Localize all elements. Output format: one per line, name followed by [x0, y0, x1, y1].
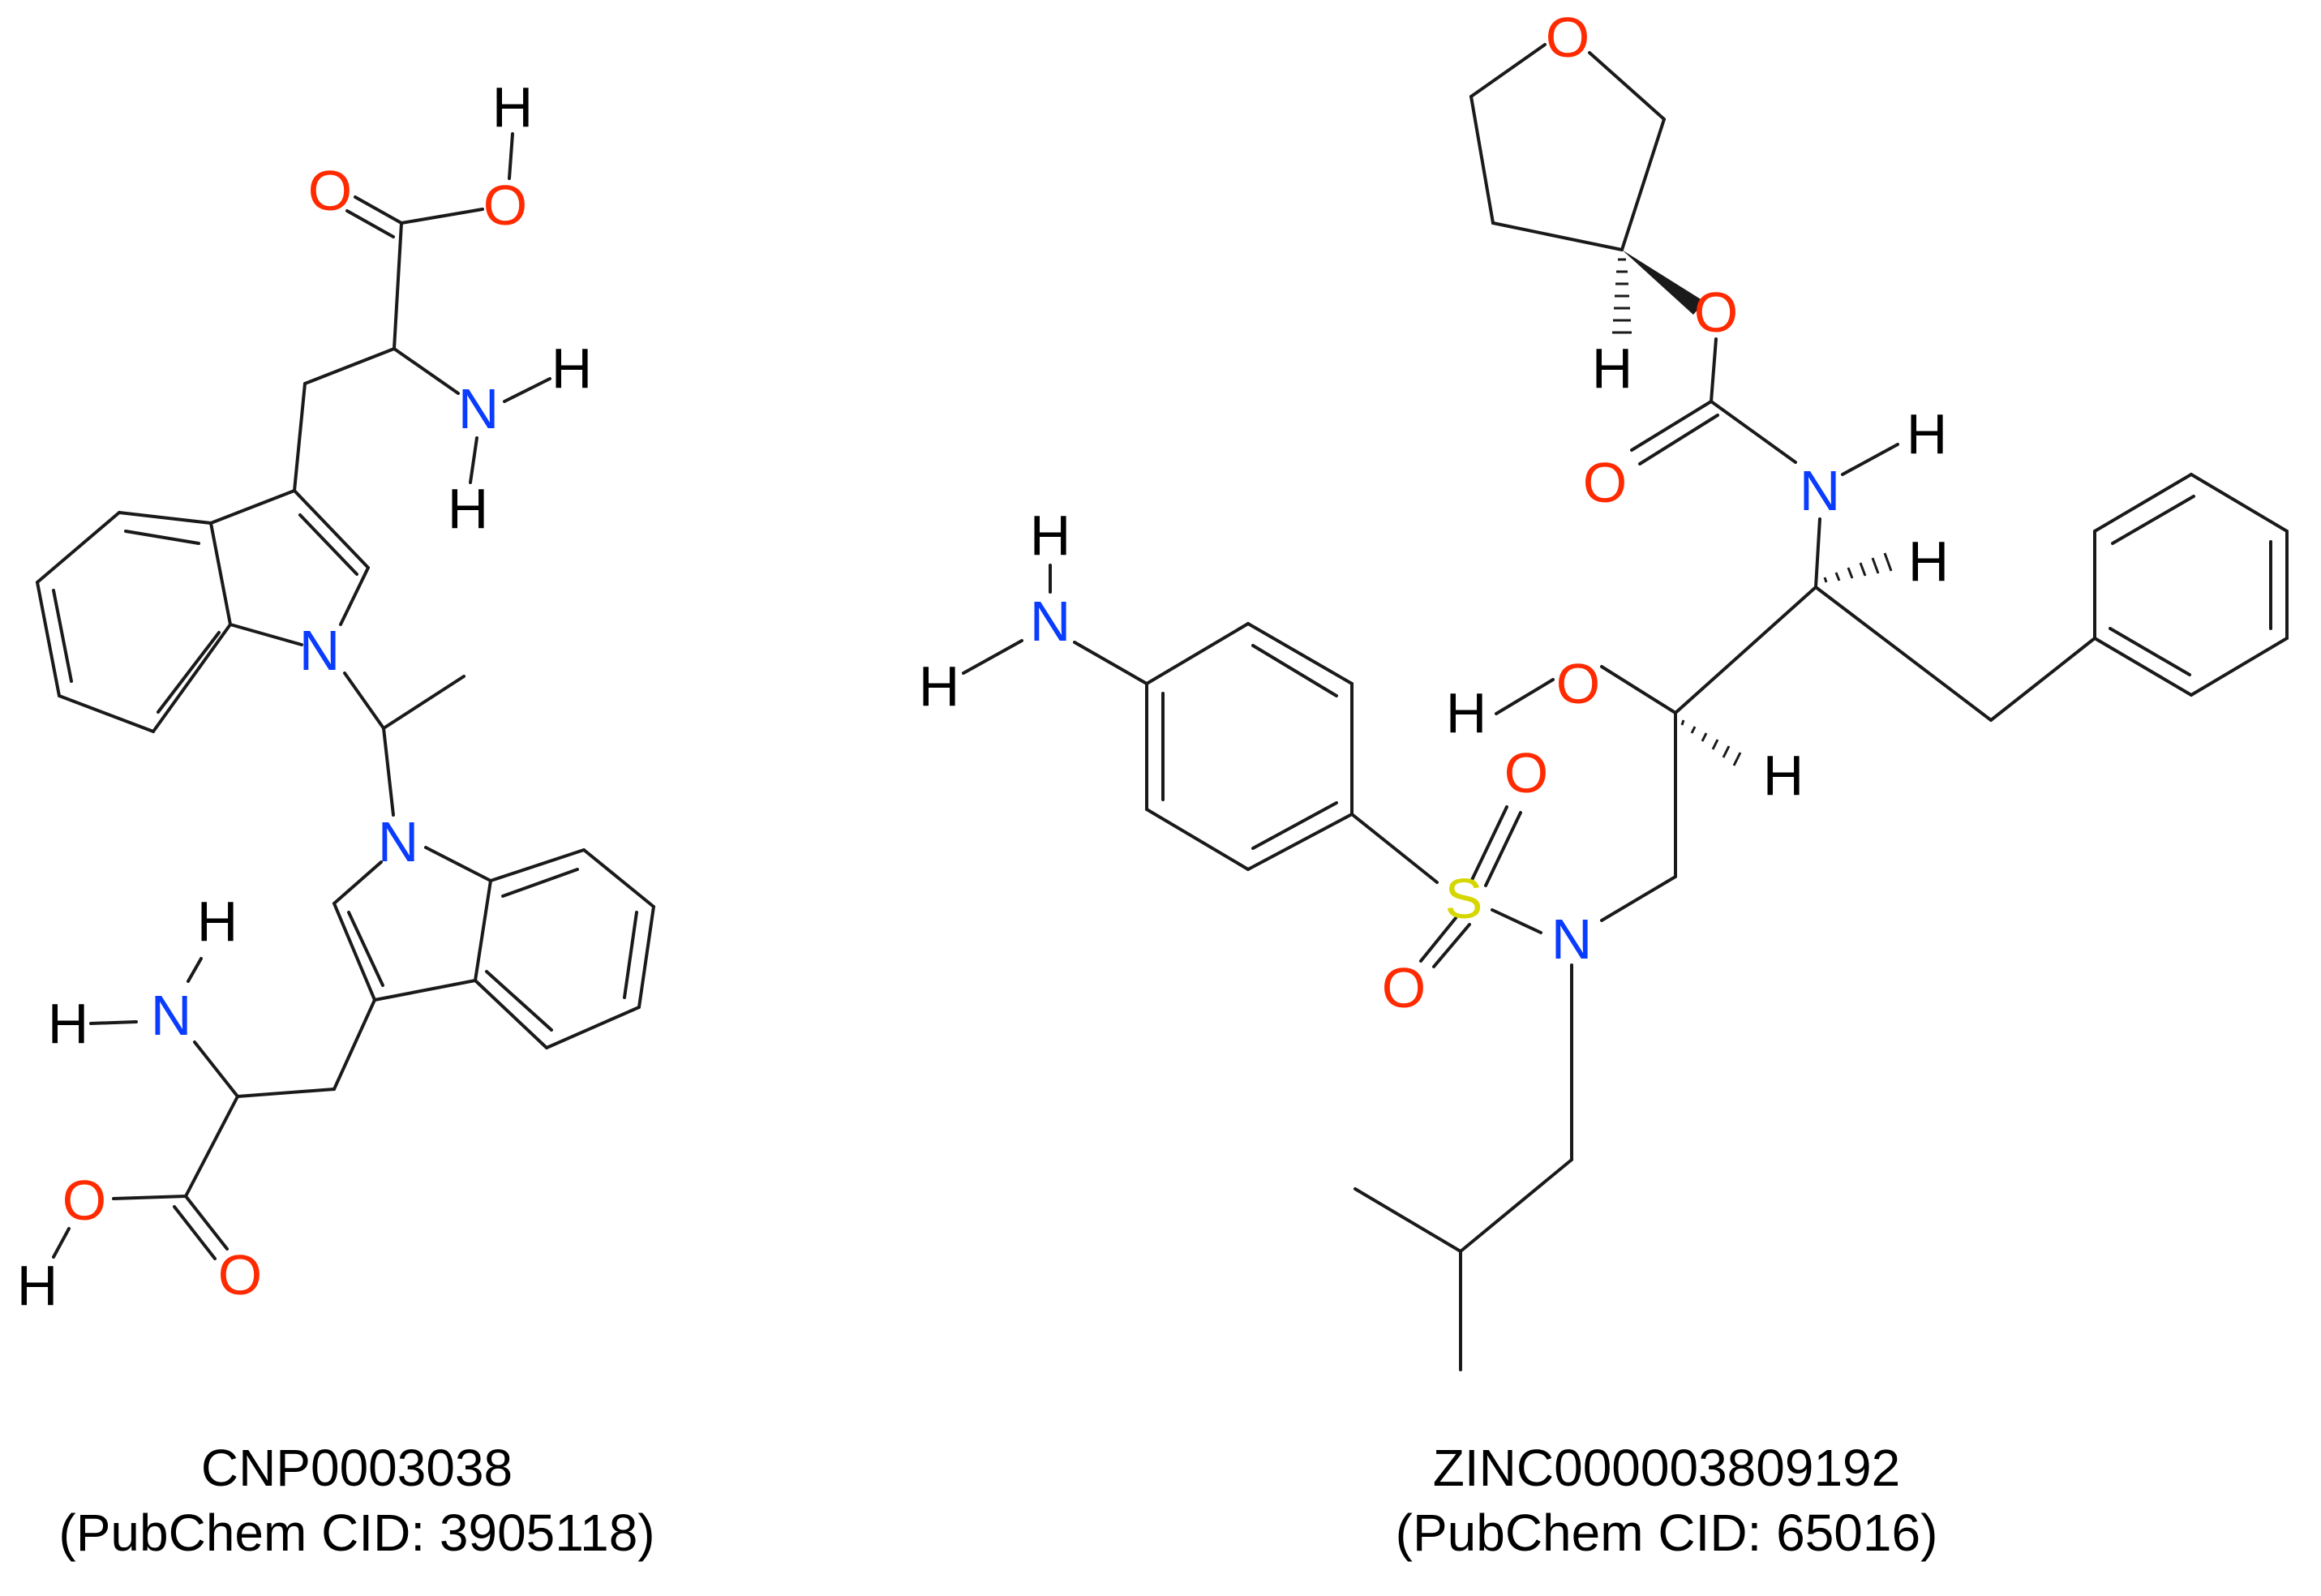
nitrogen-atom: N: [1800, 459, 1841, 522]
molecule-cnp0003038: O O H N H H N N N H H O H O: [17, 75, 655, 1317]
molecule-zinc000003809192: O O H O N H H O H H S O O N N H H: [919, 6, 2289, 1371]
oxygen-atom: O: [1546, 6, 1590, 69]
molecule-id-label: ZINC000003809192: [1432, 1439, 1901, 1497]
hydrogen-atom: H: [197, 890, 238, 953]
caption-molecule-1: CNP0003038 (PubChem CID: 3905118): [0, 1435, 714, 1565]
hydrogen-atom: H: [1592, 337, 1633, 400]
sulfur-atom: S: [1445, 867, 1483, 930]
oxygen-atom: O: [1694, 281, 1738, 344]
hydrogen-atom: H: [17, 1254, 58, 1317]
hydrogen-atom: H: [1446, 681, 1487, 744]
hydrogen-atom: H: [492, 75, 534, 139]
oxygen-atom: O: [1583, 451, 1627, 514]
caption-molecule-2: ZINC000003809192 (PubChem CID: 65016): [1241, 1435, 2092, 1565]
hydrogen-atom: H: [1908, 530, 1950, 593]
pubchem-cid-label: (PubChem CID: 3905118): [58, 1504, 655, 1562]
hydrogen-atom: H: [919, 654, 960, 718]
nitrogen-atom: N: [378, 810, 419, 873]
hydrogen-atom: H: [551, 337, 593, 400]
oxygen-atom: O: [483, 174, 527, 237]
oxygen-atom: O: [1556, 652, 1600, 715]
pubchem-cid-label: (PubChem CID: 65016): [1395, 1504, 1938, 1562]
oxygen-atom: O: [62, 1169, 106, 1232]
hydrogen-atom: H: [48, 992, 89, 1055]
nitrogen-atom: N: [151, 984, 192, 1047]
oxygen-atom: O: [218, 1243, 262, 1306]
molecule-id-label: CNP0003038: [200, 1439, 513, 1497]
oxygen-atom: O: [1382, 956, 1426, 1019]
hydrogen-atom: H: [1763, 744, 1804, 807]
nitrogen-atom: N: [299, 619, 341, 682]
nitrogen-atom: N: [458, 377, 500, 440]
hydrogen-atom: H: [1907, 402, 1948, 466]
hydrogen-atom: H: [1030, 504, 1071, 567]
nitrogen-atom: N: [1030, 590, 1071, 653]
nitrogen-atom: N: [1551, 907, 1593, 971]
oxygen-atom: O: [1504, 741, 1548, 804]
hydrogen-atom: H: [448, 477, 489, 540]
oxygen-atom: O: [308, 159, 352, 222]
